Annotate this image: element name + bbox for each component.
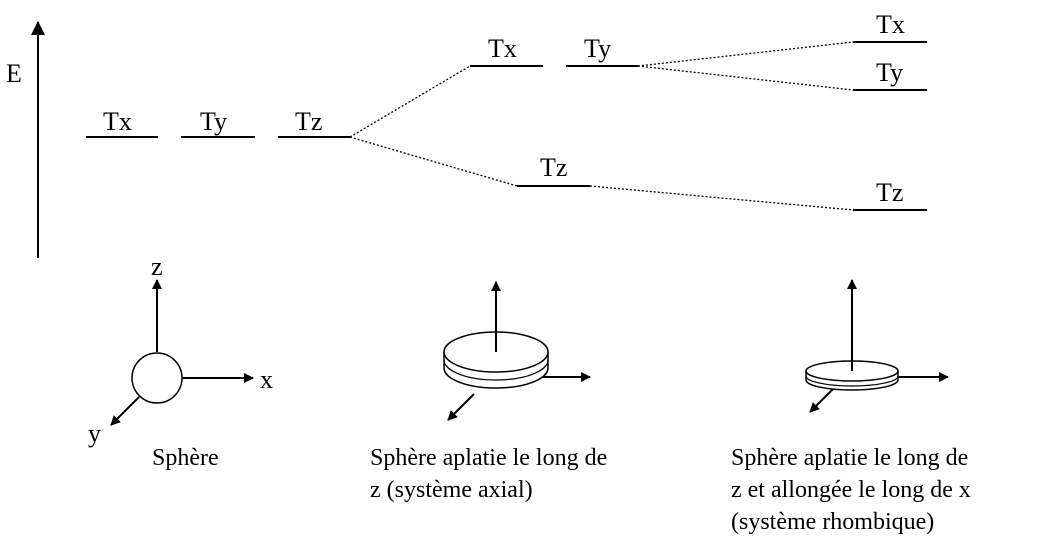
level-label-axial-tz: Tz <box>540 153 567 182</box>
caption-rhombic-line-3: (système rhombique) <box>731 509 934 535</box>
level-label-axial-ty: Ty <box>584 34 611 63</box>
connector-to-rhombic-tx <box>637 41 854 67</box>
level-label-rhombic-tz: Tz <box>876 178 903 207</box>
level-label-rhombic-ty: Ty <box>876 58 903 87</box>
energy-axis: E <box>6 21 45 258</box>
connector-to-axial-upper <box>349 65 471 138</box>
level-label-rhombic-tx: Tx <box>876 10 905 39</box>
y-axis-label: y <box>88 419 101 448</box>
connector-to-rhombic-ty <box>637 65 854 91</box>
rhombic-y-arrow <box>809 388 834 413</box>
rhombic-levels: Tx Ty Tz <box>853 10 927 211</box>
sphere-figure: z x y <box>88 252 273 448</box>
rhombic-disc-rim <box>805 375 899 387</box>
connectors-sphere-axial <box>349 65 518 187</box>
caption-rhombic-line-1: Sphère aplatie le long de <box>731 445 968 471</box>
level-label-axial-tx: Tx <box>488 34 517 63</box>
connector-to-axial-lower <box>349 136 518 187</box>
rhombic-figure <box>805 279 949 413</box>
caption-sphere: Sphère <box>152 445 219 471</box>
x-axis-label: x <box>260 365 273 394</box>
z-axis-label: z <box>151 252 163 281</box>
y-axis-arrow <box>110 396 140 426</box>
axial-levels: Tx Ty Tz <box>470 34 638 187</box>
caption-rhombic-line-2: z et allongée le long de x <box>731 477 971 503</box>
sphere-shape <box>131 352 183 404</box>
connectors-axial-rhombic <box>589 41 854 211</box>
level-label-sphere-ty: Ty <box>200 107 227 136</box>
energy-axis-label: E <box>6 59 22 88</box>
axial-y-arrow <box>447 393 475 421</box>
level-label-sphere-tx: Tx <box>103 107 132 136</box>
caption-axial-line-1: Sphère aplatie le long de <box>370 445 607 471</box>
oblate-disc-rim <box>443 359 549 381</box>
connector-to-rhombic-tz <box>589 185 854 211</box>
level-label-sphere-tz: Tz <box>295 107 322 136</box>
sphere-levels: Tx Ty Tz <box>86 107 350 138</box>
axial-figure <box>443 281 591 421</box>
caption-axial-line-2: z (système axial) <box>370 477 533 503</box>
captions: Sphère Sphère aplatie le long de z (syst… <box>152 445 971 535</box>
